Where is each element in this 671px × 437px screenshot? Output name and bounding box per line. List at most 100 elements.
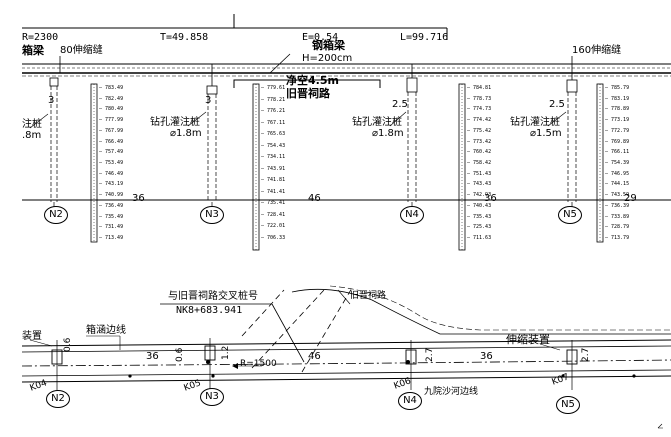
borehole-elevation: — 736.39 (605, 203, 630, 209)
intersection-label: 与旧晋祠路交叉桩号 (168, 291, 258, 302)
curve-external: E=0.54 (302, 32, 339, 43)
pier-n3-marker-plan: N3 (200, 388, 224, 406)
pier-n5-plan (566, 340, 578, 390)
girder-height-label: H=200cm (302, 53, 353, 64)
pier-n4-elevation (406, 64, 466, 251)
expansion-joint-160-label: 160伸缩缝 (572, 45, 622, 56)
pile-dia-n2: .8m (22, 130, 42, 141)
dim-n2-a: 0.6 (63, 337, 73, 352)
borehole-elevation: — 746.95 (605, 171, 630, 177)
span-46-elevation: 46 (308, 193, 321, 204)
borehole-elevation: — 713.49 (99, 235, 124, 241)
pier-n5-elevation (566, 73, 604, 243)
intersection-station: NK8+683.941 (176, 305, 243, 316)
borehole-elevation: — 733.89 (605, 214, 630, 220)
borehole-elevation: — 728.79 (605, 224, 630, 230)
pile-label-n2: 注桩 (22, 119, 42, 130)
borehole-elevation: — 743.19 (99, 181, 124, 187)
borehole-elevation: — 774.73 (467, 106, 492, 112)
river-edge-label: 九院沙河边线 (424, 387, 479, 397)
borehole-elevation: — 743.43 (467, 181, 492, 187)
borehole-elevation: — 783.19 (605, 96, 630, 102)
borehole-elevation: — 780.49 (99, 106, 124, 112)
box-girder-label: 箱梁 (22, 44, 44, 57)
borehole-elevation: — 773.19 (605, 117, 630, 123)
gap-label-n3: 3 (205, 95, 212, 106)
borehole-elevation: — 706.33 (261, 235, 286, 241)
radius-label: R=1500 (240, 359, 277, 369)
borehole-elevation: — 778.89 (605, 106, 630, 112)
clearance-label: 净空4.5m (286, 74, 339, 87)
pier-n4-plan (405, 340, 417, 390)
borehole-elevation: — 741.81 (261, 177, 286, 183)
borehole-elevation: — 754.39 (605, 160, 630, 166)
borehole-elevation: — 722.01 (261, 223, 286, 229)
borehole-elevation: — 774.42 (467, 117, 492, 123)
dim-n3-a: 0.6 (175, 347, 185, 362)
pile-label-n3: 钻孔灌注桩 (150, 117, 200, 128)
steel-girder-label: 钢箱梁 (312, 39, 345, 52)
pier-n4-marker-plan: N4 (398, 392, 422, 410)
pier-n2-marker-plan: N2 (46, 390, 70, 408)
borehole-elevation: — 713.79 (605, 235, 630, 241)
borehole-elevation: — 754.43 (261, 143, 286, 149)
gap-label-n4: 2.5 (392, 99, 408, 110)
span-36b-elevation: 36 (484, 193, 497, 204)
borehole-elevation: — 766.11 (605, 149, 630, 155)
borehole-elevation: — 734.11 (261, 154, 286, 160)
pile-label-n5: 钻孔灌注桩 (510, 117, 560, 128)
pile-dia-n3: ⌀1.8m (170, 128, 202, 139)
borehole-elevation: — 767.11 (261, 120, 286, 126)
borehole-elevation: — 743.59 (605, 192, 630, 198)
borehole-elevation: — 740.99 (99, 192, 124, 198)
borehole-elevation: — 735.43 (467, 214, 492, 220)
dim-n5-c: 2.7 (581, 347, 591, 362)
borehole-elevation: — 740.43 (467, 203, 492, 209)
pier-n3-elevation (206, 64, 260, 251)
expansion-device-right: 伸缩装置 (506, 333, 550, 346)
borehole-elevation: — 767.99 (99, 128, 124, 134)
borehole-elevation: — 765.63 (261, 131, 286, 137)
borehole-elevation: — 758.42 (467, 160, 492, 166)
pier-n4-marker-elevation: N4 (400, 206, 424, 224)
curve-tangent: T=49.858 (160, 32, 209, 43)
borehole-elevation: — 777.99 (99, 117, 124, 123)
curve-length: L=99.716 (400, 32, 449, 43)
borehole-elevation: — 746.49 (99, 171, 124, 177)
borehole-elevation: — 742.93 (467, 192, 492, 198)
borehole-elevation: — 736.49 (99, 203, 124, 209)
borehole-elevation: — 772.79 (605, 128, 630, 134)
pile-label-n4: 钻孔灌注桩 (352, 117, 402, 128)
borehole-elevation: — 735.49 (99, 214, 124, 220)
borehole-elevation: — 776.21 (261, 108, 286, 114)
borehole-elevation: — 779.61 (261, 85, 286, 91)
gap-label-n5: 2.5 (549, 99, 565, 110)
borehole-elevation: — 735.41 (261, 200, 286, 206)
pier-n5-marker-elevation: N5 (558, 206, 582, 224)
borehole-elevation: — 753.49 (99, 160, 124, 166)
road-name-elevation: 旧晋祠路 (286, 87, 330, 100)
borehole-elevation: — 728.41 (261, 212, 286, 218)
span-46-plan: 46 (308, 351, 321, 362)
borehole-elevation: — 784.81 (467, 85, 492, 91)
span-29-elevation: 29 (624, 193, 637, 204)
borehole-elevation: — 778.73 (467, 96, 492, 102)
pier-n2-elevation (49, 77, 98, 243)
pier-n3-marker-elevation: N3 (200, 206, 224, 224)
borehole-elevation: — 744.15 (605, 181, 630, 187)
span-36a-elevation: 36 (132, 193, 145, 204)
gap-label-n2: 3 (48, 95, 55, 106)
dim-n4-c: 2.7 (425, 347, 435, 362)
borehole-elevation: — 782.49 (99, 96, 124, 102)
borehole-elevation: — 711.63 (467, 235, 492, 241)
pier-n3-plan (204, 338, 216, 390)
pier-n5-marker-plan: N5 (556, 396, 580, 414)
pile-dia-n4: ⌀1.8m (372, 128, 404, 139)
road-name-plan: 旧晋祠路 (350, 291, 387, 301)
borehole-elevation: — 778.21 (261, 97, 286, 103)
borehole-elevation: — 725.43 (467, 224, 492, 230)
span-36a-plan: 36 (146, 351, 159, 362)
borehole-elevation: — 741.41 (261, 189, 286, 195)
